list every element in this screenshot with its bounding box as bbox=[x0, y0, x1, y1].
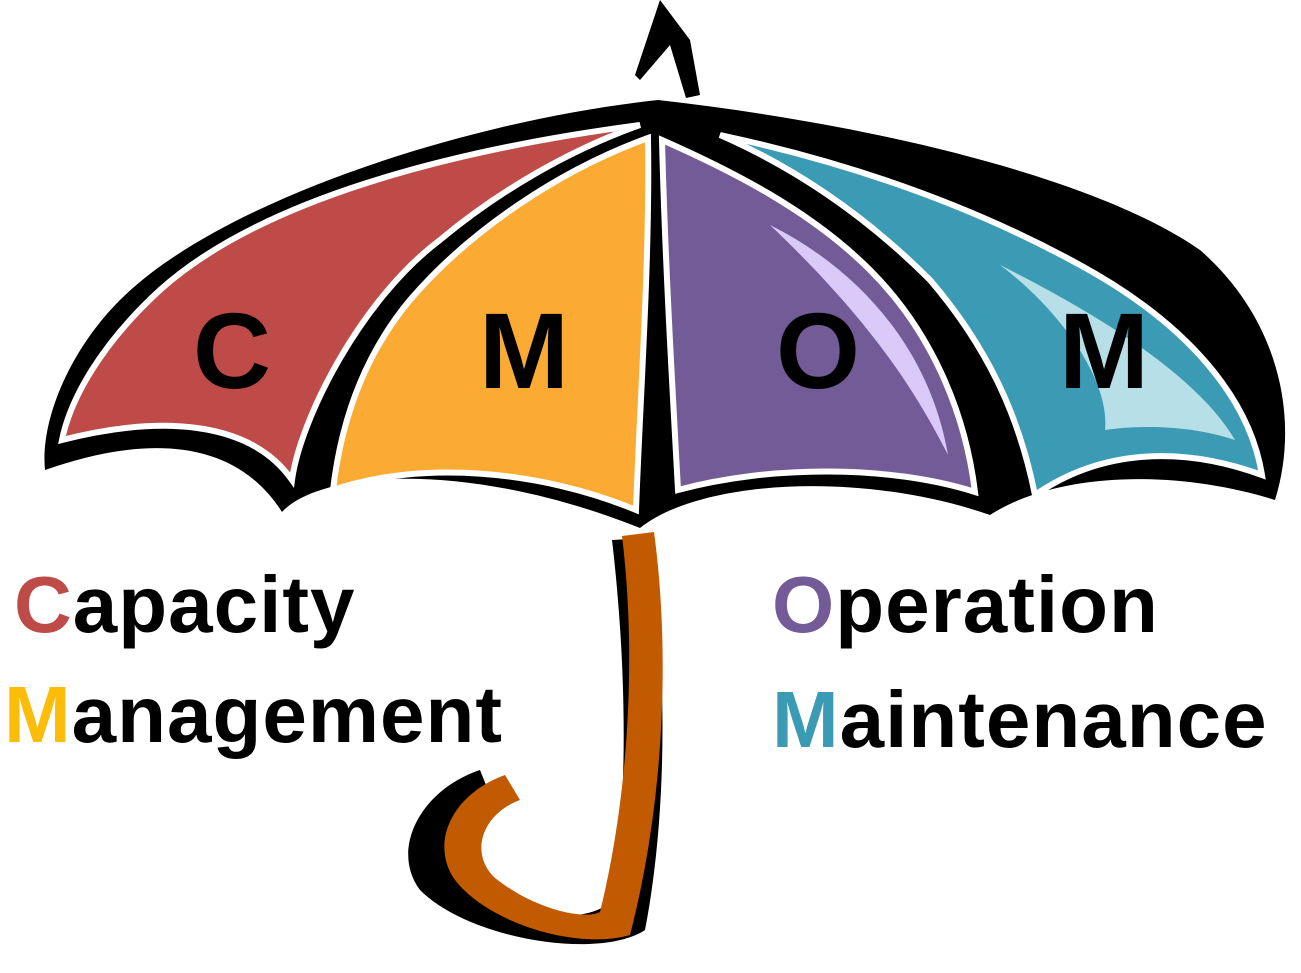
term-initial: M bbox=[4, 670, 72, 759]
umbrella-handle bbox=[444, 532, 663, 940]
canopy-letter-m1: M bbox=[479, 290, 569, 411]
term-rest: anagement bbox=[71, 670, 503, 759]
term-rest: peration bbox=[835, 560, 1159, 649]
term-initial: M bbox=[772, 675, 840, 764]
term-operation: Operation bbox=[772, 565, 1159, 645]
term-capacity: Capacity bbox=[14, 565, 355, 645]
canopy-panel-c bbox=[58, 122, 642, 489]
term-management: Management bbox=[4, 675, 503, 755]
term-initial: O bbox=[772, 560, 836, 649]
canopy-letter-o: O bbox=[776, 290, 860, 411]
canopy-letter-c: C bbox=[193, 290, 271, 411]
umbrella-tip bbox=[635, 0, 700, 98]
term-maintenance: Maintenance bbox=[772, 680, 1268, 760]
term-rest: aintenance bbox=[839, 675, 1268, 764]
canopy-panel-o bbox=[658, 135, 979, 497]
canopy-panel-m1 bbox=[329, 133, 652, 515]
canopy-letter-m2: M bbox=[1059, 290, 1149, 411]
term-rest: apacity bbox=[72, 560, 356, 649]
term-initial: C bbox=[14, 560, 73, 649]
canopy-highlight-m2 bbox=[1000, 265, 1235, 440]
